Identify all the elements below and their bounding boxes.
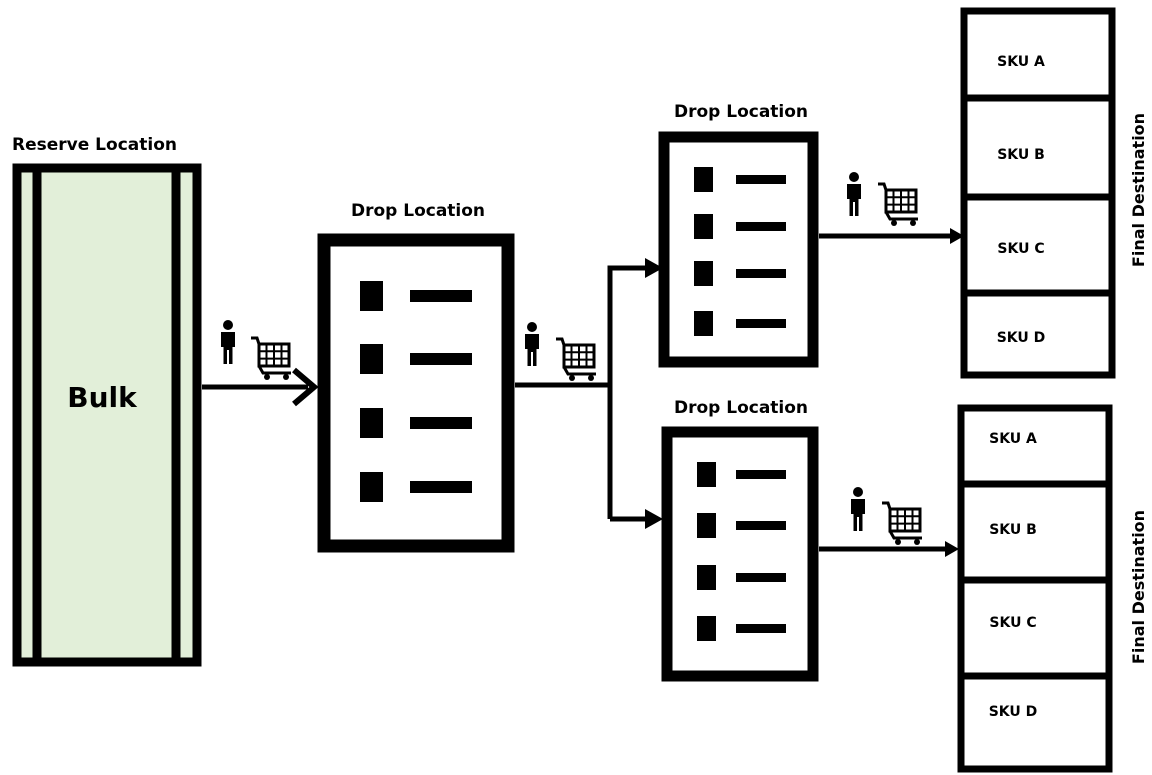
drop-location-main-box [317,233,515,553]
final-destination-top: SKU A SKU B SKU C SKU D Final Destinatio… [960,7,1148,379]
slot-line [736,624,786,633]
slot-line [736,573,786,582]
shopping-cart-icon [880,501,924,547]
person-icon [525,322,539,366]
slot-marker [694,167,713,192]
slot-line [736,319,786,328]
person-icon [851,487,865,531]
drop-location-bottom-title: Drop Location [674,398,808,418]
drop-location-main-slots [360,281,472,502]
slot-marker [694,214,713,239]
person-icon [847,172,861,216]
shopping-cart-icon [554,337,598,383]
final-destination-bottom-label: Final Destination [1129,510,1148,664]
sku-label: SKU D [997,330,1046,346]
slot-marker [360,281,383,311]
slot-marker [697,513,716,538]
slot-line [410,290,472,302]
slot-marker [694,261,713,286]
drop-location-top: Drop Location [658,102,819,368]
reserve-location: Reserve Location Bulk [12,135,202,667]
slot-marker [697,462,716,487]
drop-location-bottom-slots [697,462,786,641]
sku-label: SKU C [997,241,1044,257]
flow-arrow-reserve-to-drop [202,367,319,407]
drop-location-top-slots [694,167,786,336]
sku-label: SKU D [989,704,1038,720]
slot-marker [697,616,716,641]
slot-marker [360,344,383,374]
flow-arrow-drop-top-to-final [819,228,964,244]
final-destination-top-label: Final Destination [1129,113,1148,267]
sku-label: SKU A [997,54,1045,70]
slot-marker [697,565,716,590]
drop-location-main-title: Drop Location [351,201,485,221]
slot-line [736,470,786,479]
slot-line [736,521,786,530]
drop-location-top-box [658,131,819,368]
flow-arrow-drop-bottom-to-final [819,541,959,557]
person-icon [221,320,235,364]
drop-location-main: Drop Location [317,201,515,553]
final-destination-bottom: SKU A SKU B SKU C SKU D Final Destinatio… [957,404,1148,773]
final-destination-bottom-rack [957,404,1113,773]
drop-location-top-title: Drop Location [674,102,808,122]
slot-line [736,175,786,184]
sku-label: SKU A [989,431,1037,447]
slot-line [736,222,786,231]
sku-label: SKU B [997,147,1045,163]
bulk-label: Bulk [67,381,138,414]
shopping-cart-icon [876,182,920,228]
slot-line [410,417,472,429]
reserve-location-title: Reserve Location [12,135,177,155]
flow-arrow-drop-split [515,258,663,529]
slot-line [736,269,786,278]
shopping-cart-icon [249,336,293,382]
slot-line [410,481,472,493]
slot-marker [360,408,383,438]
drop-location-bottom-box [661,426,819,682]
final-destination-top-rack [960,7,1116,379]
drop-location-bottom: Drop Location [661,398,819,682]
slot-marker [694,311,713,336]
slot-marker [360,472,383,502]
sku-label: SKU B [989,522,1037,538]
sku-label: SKU C [989,615,1036,631]
reserve-rack-body [12,163,202,667]
slot-line [410,353,472,365]
